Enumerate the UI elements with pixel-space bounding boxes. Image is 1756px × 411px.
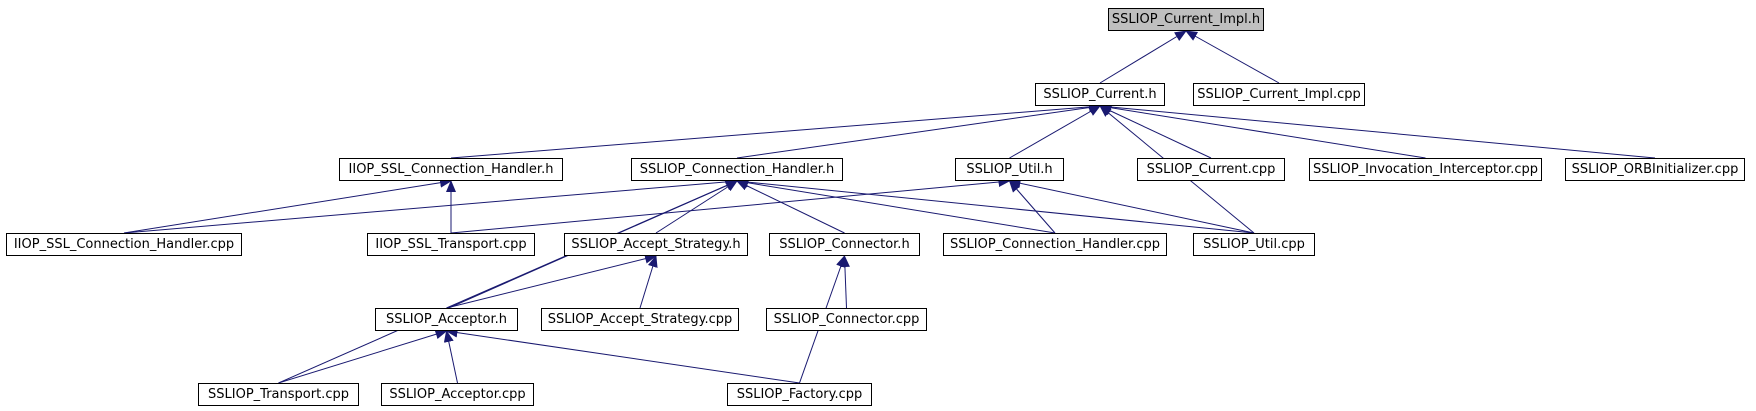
edge-orbinitializer_cpp-to-current_h	[1099, 102, 1656, 159]
node-sslioop-factory-cpp[interactable]: SSLIOP_Factory.cpp	[727, 383, 872, 406]
node-sslioop-current-h[interactable]: SSLIOP_Current.h	[1035, 83, 1165, 106]
edge-conn_handler_cpp-to-util_h	[1008, 180, 1056, 234]
node-sslioop-invocation-interceptor-cpp[interactable]: SSLIOP_Invocation_Interceptor.cpp	[1309, 158, 1542, 181]
node-iiop-ssl-transport-cpp[interactable]: IIOP_SSL_Transport.cpp	[367, 233, 535, 256]
edge-iiop_ssl_conn_handler_h-to-current_h	[450, 101, 1101, 159]
node-sslioop-connector-h[interactable]: SSLIOP_Connector.h	[769, 233, 920, 256]
edge-iiop_ssl_transport_cpp-to-util_h	[450, 177, 1011, 234]
edge-connector_cpp-to-connector_h	[839, 255, 850, 309]
edge-acceptor_cpp-to-acceptor_h	[443, 330, 458, 384]
edge-accept_strategy_cpp-to-accept_strategy_h	[639, 255, 658, 309]
edge-iiop_ssl_conn_handler_cpp-to-iiop_ssl_conn_handler_h	[123, 177, 452, 234]
edge-current_h-to-current_impl_h	[1099, 30, 1187, 84]
edge-factory_cpp-to-acceptor_h	[445, 327, 800, 384]
edge-conn_handler_h-to-current_h	[736, 102, 1101, 159]
node-sslioop-current-impl-h: SSLIOP_Current_Impl.h	[1108, 8, 1264, 31]
edge-util_h-to-current_h	[1009, 105, 1101, 159]
node-sslioop-transport-cpp[interactable]: SSLIOP_Transport.cpp	[198, 383, 359, 406]
node-sslioop-util-cpp[interactable]: SSLIOP_Util.cpp	[1193, 233, 1315, 256]
node-sslioop-acceptor-cpp[interactable]: SSLIOP_Acceptor.cpp	[381, 383, 534, 406]
edge-invocation_interceptor_cpp-to-current_h	[1099, 102, 1426, 159]
node-sslioop-orbinitializer-cpp[interactable]: SSLIOP_ORBInitializer.cpp	[1565, 158, 1745, 181]
edge-iiop_ssl_conn_handler_cpp-to-conn_handler_h	[123, 176, 738, 234]
node-sslioop-connection-handler-h[interactable]: SSLIOP_Connection_Handler.h	[631, 158, 843, 181]
edge-accept_strategy_h-to-conn_handler_h	[655, 180, 738, 234]
node-sslioop-connector-cpp[interactable]: SSLIOP_Connector.cpp	[766, 308, 927, 331]
edge-conn_handler_cpp-to-conn_handler_h	[736, 177, 1056, 234]
node-sslioop-util-h[interactable]: SSLIOP_Util.h	[955, 158, 1064, 181]
edge-acceptor_h-to-accept_strategy_h	[446, 253, 657, 309]
edge-util_cpp-to-conn_handler_h	[736, 177, 1255, 234]
node-sslioop-accept-strategy-cpp[interactable]: SSLIOP_Accept_Strategy.cpp	[541, 308, 739, 331]
edge-transport_cpp-to-conn_handler_h	[278, 180, 738, 384]
edge-current_cpp-to-current_h	[1099, 105, 1212, 159]
edge-connector_h-to-conn_handler_h	[736, 180, 845, 234]
node-sslioop-connection-handler-cpp[interactable]: SSLIOP_Connection_Handler.cpp	[943, 233, 1167, 256]
node-sslioop-acceptor-h[interactable]: SSLIOP_Acceptor.h	[375, 308, 518, 331]
edge-current_impl_cpp-to-current_impl_h	[1185, 30, 1280, 84]
edge-util_cpp-to-util_h	[1008, 178, 1255, 234]
node-sslioop-accept-strategy-h[interactable]: SSLIOP_Accept_Strategy.h	[564, 233, 748, 256]
node-sslioop-current-cpp[interactable]: SSLIOP_Current.cpp	[1137, 158, 1285, 181]
edge-transport_cpp-to-acceptor_h	[278, 329, 448, 384]
node-sslioop-current-impl-cpp[interactable]: SSLIOP_Current_Impl.cpp	[1193, 83, 1365, 106]
node-iiop-ssl-connection-handler-h[interactable]: IIOP_SSL_Connection_Handler.h	[339, 158, 563, 181]
node-iiop-ssl-connection-handler-cpp[interactable]: IIOP_SSL_Connection_Handler.cpp	[6, 233, 242, 256]
